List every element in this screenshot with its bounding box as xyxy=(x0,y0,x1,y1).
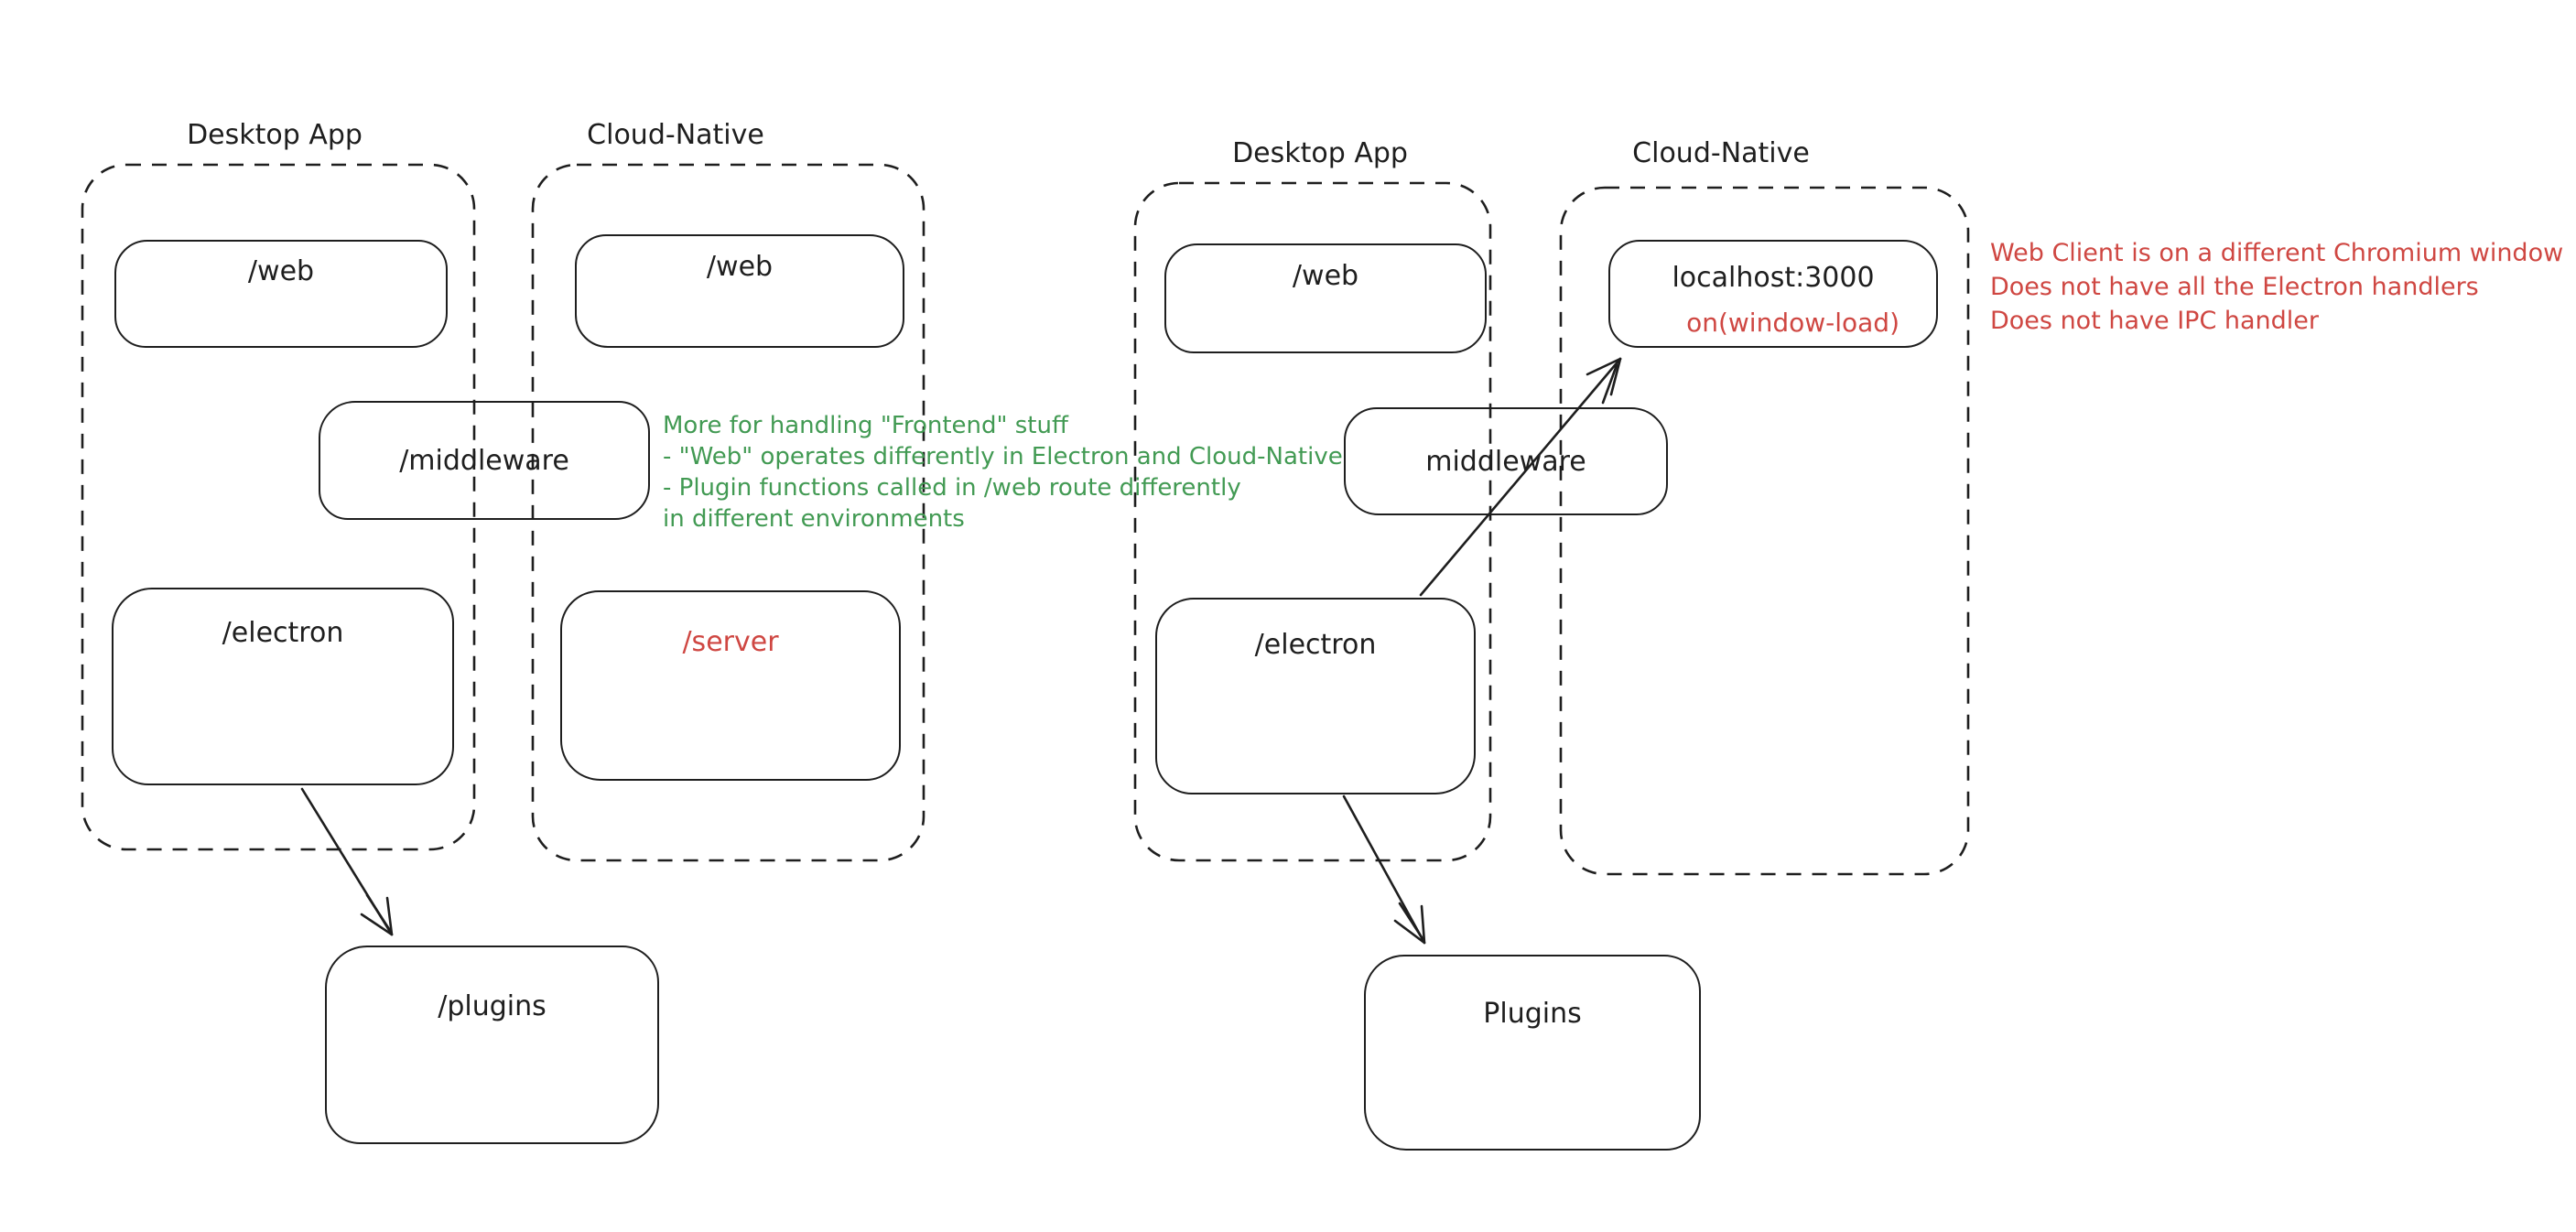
left-electron-to-plugins-arrow[interactable] xyxy=(300,787,394,936)
left-desktop-app-container[interactable] xyxy=(81,163,476,851)
green-annotation-line: More for handling "Frontend" stuff xyxy=(663,412,1068,439)
right-middleware-box-label: middleware xyxy=(1425,445,1586,478)
left-cloud-native-container[interactable] xyxy=(531,163,925,862)
left-cloud-web-box-label: /web xyxy=(706,251,774,283)
green-annotation[interactable]: More for handling "Frontend" stuff - "We… xyxy=(663,410,1343,535)
right-localhost-box-sublabel: on(window-load) xyxy=(1686,308,1900,339)
left-server-box[interactable]: /server xyxy=(560,590,901,781)
right-plugins-box[interactable]: Plugins xyxy=(1364,955,1701,1151)
green-annotation-line: - "Web" operates differently in Electron… xyxy=(663,443,1343,470)
green-annotation-line: - Plugin functions called in /web route … xyxy=(663,474,1241,502)
left-cloud-native-label[interactable]: Cloud-Native xyxy=(587,119,764,151)
left-desktop-web-box-label: /web xyxy=(247,255,315,287)
right-desktop-web-box[interactable]: /web xyxy=(1164,243,1487,353)
red-annotation[interactable]: Web Client is on a different Chromium wi… xyxy=(1990,236,2563,338)
right-electron-to-localhost-arrow[interactable] xyxy=(1419,357,1622,597)
right-desktop-app-container[interactable] xyxy=(1133,181,1492,862)
left-electron-box[interactable]: /electron xyxy=(112,588,454,785)
right-electron-to-plugins-arrow[interactable] xyxy=(1342,794,1426,945)
red-annotation-line: Web Client is on a different Chromium wi… xyxy=(1990,239,2564,267)
right-desktop-web-box-label: /web xyxy=(1292,260,1359,292)
left-middleware-box-label: /middleware xyxy=(399,444,569,477)
right-localhost-box-label: localhost:3000 xyxy=(1672,262,1875,295)
left-desktop-web-box[interactable]: /web xyxy=(114,240,448,348)
left-cloud-web-box[interactable]: /web xyxy=(575,234,904,348)
left-plugins-box-label: /plugins xyxy=(438,990,547,1022)
right-plugins-box-label: Plugins xyxy=(1483,998,1582,1030)
right-localhost-box[interactable]: localhost:3000 on(window-load) xyxy=(1608,240,1938,348)
right-middleware-box[interactable]: middleware xyxy=(1344,407,1668,515)
right-cloud-native-container[interactable] xyxy=(1559,186,1970,876)
right-electron-box[interactable]: /electron xyxy=(1155,598,1476,794)
left-server-box-label: /server xyxy=(682,626,779,658)
right-electron-box-label: /electron xyxy=(1254,629,1377,661)
left-electron-box-label: /electron xyxy=(222,617,344,649)
green-annotation-line: in different environments xyxy=(663,505,965,533)
left-plugins-box[interactable]: /plugins xyxy=(325,946,659,1144)
red-annotation-line: Does not have all the Electron handlers xyxy=(1990,273,2479,301)
right-desktop-app-label[interactable]: Desktop App xyxy=(1232,137,1408,169)
right-cloud-native-label[interactable]: Cloud-Native xyxy=(1632,137,1810,169)
left-desktop-app-label[interactable]: Desktop App xyxy=(187,119,363,151)
red-annotation-line: Does not have IPC handler xyxy=(1990,307,2320,335)
left-middleware-box[interactable]: /middleware xyxy=(319,401,650,520)
